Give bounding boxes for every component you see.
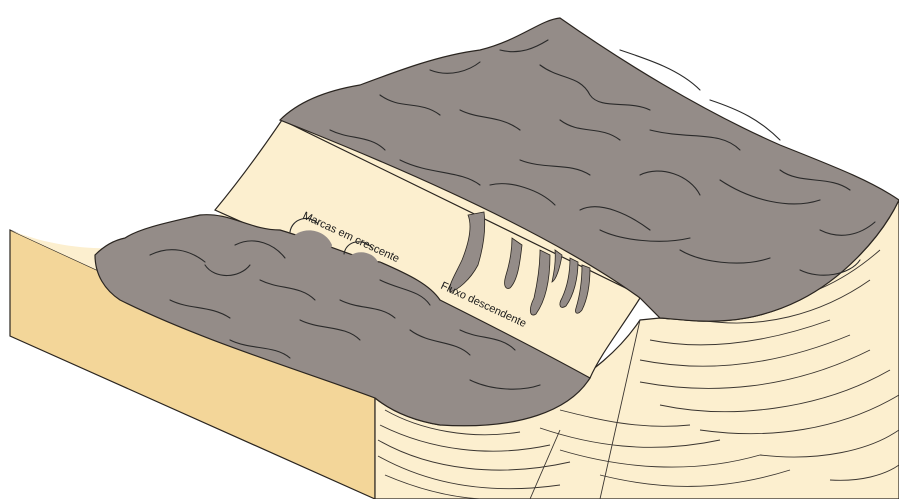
beach-block-diagram: Marcas em crescente Fluxo descendente xyxy=(0,0,899,499)
